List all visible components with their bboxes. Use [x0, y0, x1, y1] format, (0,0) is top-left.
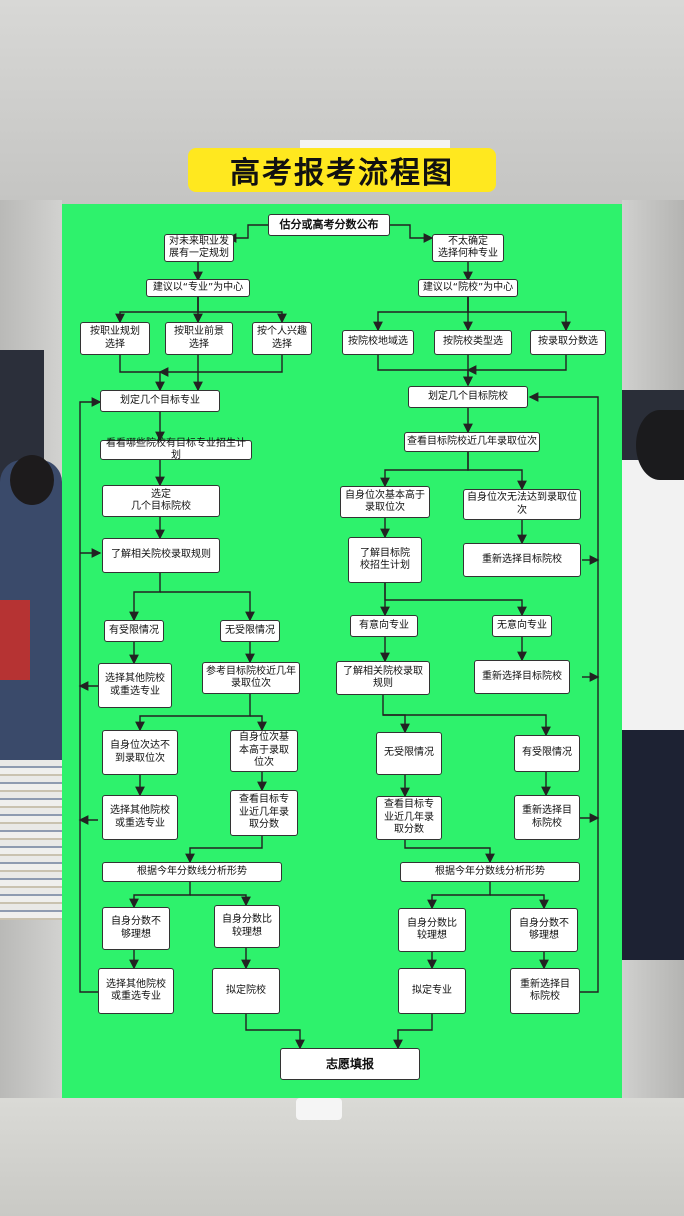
node-by-interest: 按个人兴趣 选择: [252, 322, 312, 355]
title-banner: 高考报考流程图: [188, 148, 496, 192]
node-reselect-right-2: 重新选择目标院校: [474, 660, 570, 694]
left-person-head: [10, 455, 54, 505]
node-by-region: 按院校地域选: [342, 330, 414, 355]
node-score-bad-left: 自身分数不 够理想: [102, 907, 170, 950]
node-analyze-right: 根据今年分数线分析形势: [400, 862, 580, 882]
node-target-schools: 划定几个目标院校: [408, 386, 528, 408]
node-learn-plan-right: 了解目标院 校招生计划: [348, 537, 422, 583]
node-by-type: 按院校类型选: [434, 330, 512, 355]
node-analyze-left: 根据今年分数线分析形势: [102, 862, 282, 882]
node-reselect-right-4: 重新选择目 标院校: [510, 968, 580, 1014]
node-score-bad-right: 自身分数不 够理想: [510, 908, 578, 952]
node-choose-other-left-3: 选择其他院校 或重选专业: [98, 968, 174, 1014]
node-school-center: 建议以“院校”为中心: [418, 279, 518, 297]
node-plan-no: 不太确定 选择何种专业: [432, 234, 504, 262]
page-title: 高考报考流程图: [230, 156, 454, 191]
node-score-good-left: 自身分数比 较理想: [214, 905, 280, 948]
node-by-career-plan: 按职业规划 选择: [80, 322, 150, 355]
right-person-pants: [622, 730, 684, 960]
node-learn-rules-left: 了解相关院校录取规则: [102, 538, 220, 573]
node-check-schools-plan: 看看哪些院校有目标专业招生计划: [100, 438, 252, 461]
node-major-center: 建议以“专业”为中心: [146, 279, 250, 297]
node-check-rank: 查看目标院校近几年录取位次: [404, 432, 540, 452]
node-target-majors: 划定几个目标专业: [100, 390, 220, 412]
node-has-pref-right: 有意向专业: [350, 615, 418, 637]
node-limited-right: 有受限情况: [514, 735, 580, 772]
node-reselect-right-3: 重新选择目 标院校: [514, 795, 580, 840]
floor: [0, 1098, 684, 1216]
node-limited-left: 有受限情况: [104, 620, 164, 642]
book-stack: [0, 760, 62, 920]
node-select-schools: 选定 几个目标院校: [102, 485, 220, 517]
node-rank-high-left: 自身位次基 本高于录取 位次: [230, 730, 298, 772]
node-ref-rank-left: 参考目标院校近几年 录取位次: [202, 662, 300, 694]
node-rank-above: 自身位次基本高于 录取位次: [340, 486, 430, 518]
node-rank-below: 自身位次无法达到录取位 次: [463, 489, 581, 520]
node-draft-school: 拟定院校: [212, 968, 280, 1014]
node-choose-other-left-2: 选择其他院校 或重选专业: [102, 795, 178, 840]
node-start: 估分或高考分数公布: [268, 214, 390, 236]
node-choose-other-left-1: 选择其他院校 或重选专业: [98, 663, 172, 708]
node-final-application: 志愿填报: [280, 1048, 420, 1080]
node-unlimited-right: 无受限情况: [376, 732, 442, 775]
node-unlimited-left: 无受限情况: [220, 620, 280, 642]
node-check-scores-left: 查看目标专 业近几年录 取分数: [230, 790, 298, 836]
node-by-career-prospect: 按职业前景 选择: [165, 322, 233, 355]
left-person-bag: [0, 600, 30, 680]
node-no-pref-right: 无意向专业: [492, 615, 552, 637]
node-by-score: 按录取分数选: [530, 330, 606, 355]
right-person-head: [636, 410, 684, 480]
node-rank-low-left: 自身位次达不 到录取位次: [102, 730, 178, 775]
node-reselect-right-1: 重新选择目标院校: [463, 543, 581, 577]
node-draft-major: 拟定专业: [398, 968, 466, 1014]
node-learn-rules-right: 了解相关院校录取 规则: [336, 661, 430, 695]
shoe: [296, 1098, 342, 1120]
node-plan-yes: 对未来职业发 展有一定规划: [164, 234, 234, 262]
node-check-scores-right: 查看目标专 业近几年录 取分数: [376, 796, 442, 840]
node-score-good-right: 自身分数比 较理想: [398, 908, 466, 952]
ceiling-light: [300, 140, 450, 150]
